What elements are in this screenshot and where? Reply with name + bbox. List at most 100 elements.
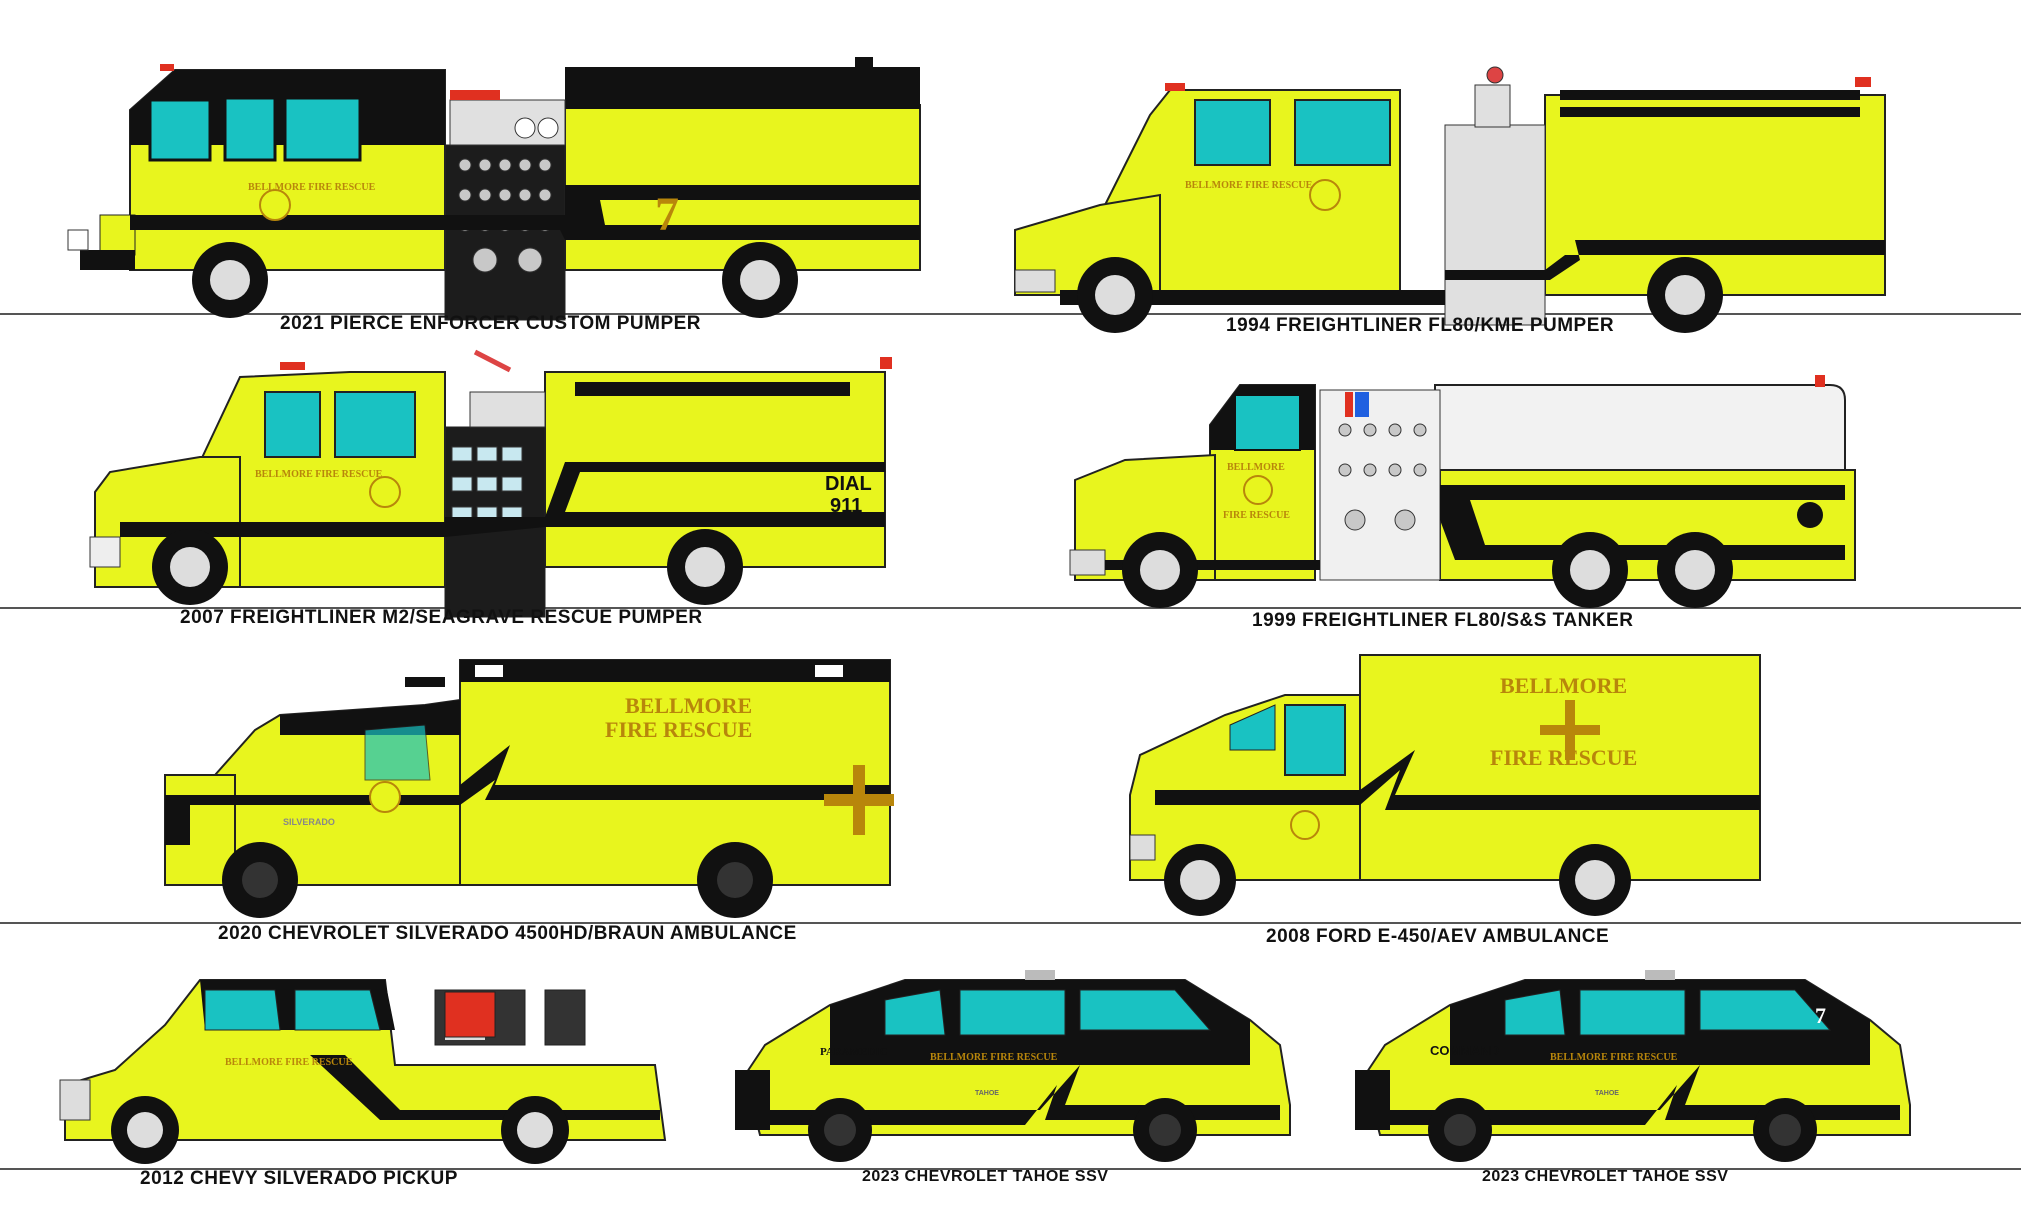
- push-bumper: [735, 1070, 770, 1130]
- vehicle-chevy-silverado-pickup: BELLMORE FIRE RESCUE: [55, 970, 675, 1170]
- window-middle: [959, 989, 1066, 1036]
- front-bumper: [89, 536, 121, 568]
- front-bumper: [1014, 269, 1056, 293]
- vehicle-m2-seagrave-rescue-pumper: BELLMORE FIRE RESCUE DIAL 911: [89, 349, 905, 618]
- door-lettering-top: BELLMORE: [1227, 462, 1285, 473]
- pump-panel: [1444, 124, 1546, 326]
- ambulance-box: [1359, 654, 1761, 881]
- front-bumper: [59, 1079, 91, 1121]
- box-lettering-line1: BELLMORE: [1500, 673, 1627, 698]
- wheel-rear: [667, 529, 743, 605]
- ambulance-box: [459, 659, 891, 886]
- caption-tahoe-ssv-command: 2023 CHEVROLET TAHOE SSV: [1482, 1168, 1729, 1185]
- caption-ford-e450-aev-ambulance: 2008 FORD E-450/AEV AMBULANCE: [1266, 926, 1610, 947]
- door-lettering: BELLMORE FIRE RESCUE: [1185, 180, 1313, 191]
- cab-windshield: [148, 98, 212, 162]
- vehicle-tahoe-ssv-paramedic: PARAMEDIC BELLMORE FIRE RESCUE TAHOE: [735, 965, 1291, 1170]
- maltese-cross-emblem: [369, 781, 401, 813]
- caption-fl80-ss-tanker: 1999 FREIGHTLINER FL80/S&S TANKER: [1252, 610, 1634, 631]
- wheel-front: [1428, 1098, 1492, 1162]
- wheel-front: [111, 1096, 179, 1164]
- wheel-front: [152, 529, 228, 605]
- wheel-front: [1164, 844, 1236, 916]
- wheel-rear: [697, 842, 773, 918]
- body-stripe: [1155, 750, 1760, 810]
- body-stripe: [1440, 485, 1845, 560]
- maltese-cross-emblem: [1309, 179, 1341, 211]
- wheel-rear: [722, 242, 798, 318]
- pump-panel: [1319, 389, 1441, 581]
- cab-windshield: [1194, 99, 1271, 166]
- row-divider-1: [0, 313, 2021, 315]
- wheel-front: [808, 1098, 872, 1162]
- vehicle-ford-e450-aev-ambulance: BELLMORE FIRE RESCUE: [1125, 654, 1795, 923]
- pump-panel-gauges: [1338, 423, 1427, 531]
- caption-silverado-braun-ambulance: 2020 CHEVROLET SILVERADO 4500HD/BRAUN AM…: [218, 923, 797, 944]
- pumper-body: [1544, 94, 1886, 296]
- star-of-life: [824, 765, 894, 835]
- cab-windshield: [264, 391, 321, 458]
- wheel-front: [1122, 532, 1198, 608]
- cab-windshield: [1234, 394, 1301, 451]
- wheel-rear: [1133, 1098, 1197, 1162]
- wheel-rear-2: [1657, 532, 1733, 608]
- unit-number: 7: [655, 188, 679, 241]
- vehicle-tahoe-ssv-command: COMMAND BELLMORE FIRE RESCUE 7 TAHOE: [1355, 965, 1911, 1170]
- body-stripe: [130, 185, 920, 240]
- vehicle-pierce-enforcer: BELLMORE FIRE RESCUE 7: [60, 50, 930, 321]
- body-stripe: [120, 462, 885, 537]
- pump-panel-gauges: [451, 446, 523, 522]
- cab-window-front: [204, 989, 281, 1031]
- body-stripe: [310, 1055, 660, 1120]
- role-lettering: PARAMEDIC: [820, 1046, 888, 1058]
- door-lettering: BELLMORE FIRE RESCUE: [1550, 1052, 1678, 1063]
- caption-pierce-enforcer: 2021 PIERCE ENFORCER CUSTOM PUMPER: [280, 313, 702, 334]
- row-divider-4: [0, 1168, 2021, 1170]
- cab-window: [1284, 704, 1346, 776]
- cab-windshield: [1229, 704, 1276, 751]
- wheel-front: [222, 842, 298, 918]
- model-badge: SILVERADO: [283, 817, 335, 827]
- push-bumper: [1355, 1070, 1390, 1130]
- door-lettering: BELLMORE FIRE RESCUE: [225, 1057, 353, 1068]
- wheel-rear: [1647, 257, 1723, 333]
- body-stripe: [175, 745, 890, 805]
- caption-m2-seagrave-rescue-pumper: 2007 FREIGHTLINER M2/SEAGRAVE RESCUE PUM…: [180, 607, 703, 628]
- vehicle-fl80-kme-pumper: BELLMORE FIRE RESCUE: [1005, 55, 1905, 333]
- row-divider-3: [0, 922, 2021, 924]
- role-lettering: COMMAND: [1430, 1043, 1499, 1058]
- wheel-rear: [501, 1096, 569, 1164]
- maltese-cross-emblem: [369, 476, 401, 508]
- door-lettering: BELLMORE FIRE RESCUE: [255, 469, 383, 480]
- cab-window: [364, 724, 431, 781]
- maltese-cross-emblem: [259, 189, 291, 221]
- row-divider-2: [0, 607, 2021, 609]
- window-rear: [1699, 989, 1832, 1031]
- caption-tahoe-ssv-paramedic: 2023 CHEVROLET TAHOE SSV: [862, 1168, 1109, 1185]
- wheel-rear: [1559, 844, 1631, 916]
- dial-911-number: 911: [830, 495, 862, 517]
- front-bumper: [1069, 549, 1106, 576]
- hose-reel: [444, 991, 496, 1038]
- box-lettering-line2: FIRE RESCUE: [1490, 745, 1637, 770]
- hose-bed-cover: [565, 67, 920, 109]
- vehicle-fl80-ss-tanker: BELLMORE FIRE RESCUE: [1065, 370, 1885, 610]
- front-bumper: [80, 250, 135, 270]
- door-lettering-bottom: FIRE RESCUE: [1223, 510, 1290, 521]
- maltese-cross-emblem: [1243, 475, 1273, 505]
- door-lettering: BELLMORE FIRE RESCUE: [930, 1052, 1058, 1063]
- door-lettering: BELLMORE FIRE RESCUE: [248, 182, 376, 193]
- maltese-cross-emblem: [1290, 810, 1320, 840]
- model-badge: TAHOE: [1595, 1090, 1619, 1097]
- wheel-rear: [1753, 1098, 1817, 1162]
- box-lettering-line2: FIRE RESCUE: [605, 717, 752, 742]
- model-badge: TAHOE: [975, 1090, 999, 1097]
- star-of-life: [1540, 700, 1600, 760]
- caption-chevy-silverado-pickup: 2012 CHEVY SILVERADO PICKUP: [140, 1168, 458, 1189]
- window-front: [1504, 989, 1566, 1036]
- body-stripe: [1060, 240, 1885, 305]
- cab-window-rear: [294, 989, 381, 1031]
- pump-panel: [444, 144, 566, 321]
- wheel-front: [1077, 257, 1153, 333]
